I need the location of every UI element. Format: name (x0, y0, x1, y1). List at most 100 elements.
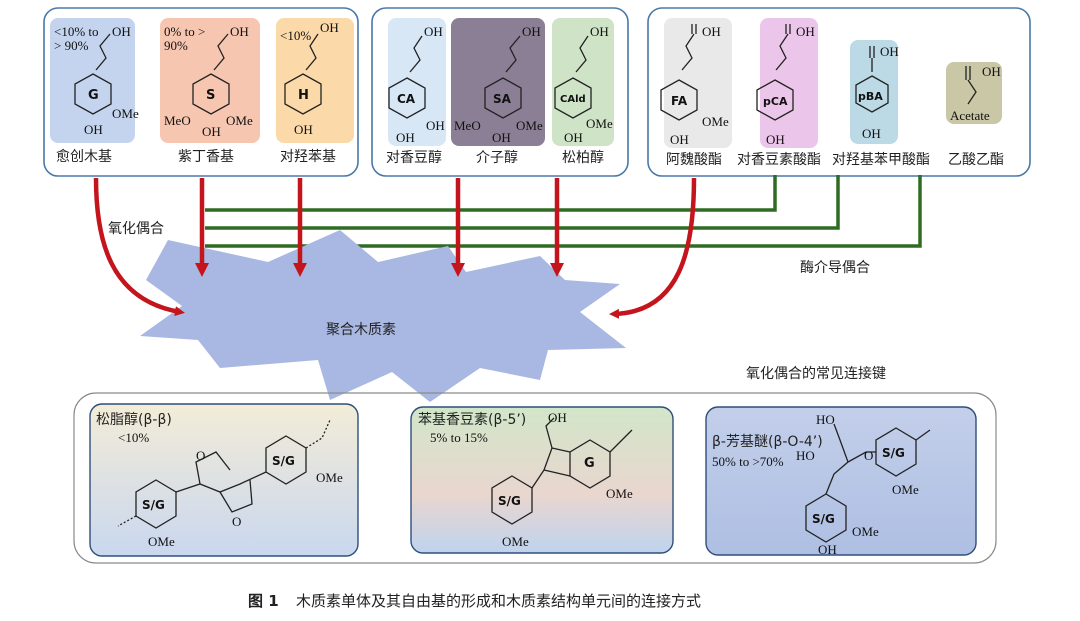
tile-bg (50, 18, 135, 143)
linkage-name: β-芳基醚(β-O-4’) (712, 433, 823, 450)
oh-label: OH (294, 122, 313, 137)
enzyme-coupling-label: 酶介导偶合 (800, 260, 870, 276)
hydroxyl-label: HO (796, 448, 815, 463)
tile-bg (850, 40, 898, 144)
linkage-frame (73, 392, 997, 564)
arrow-right-curve (609, 177, 697, 319)
monomer-syringyl: 0% to > 90% OH S MeO OMe OH 紫丁香基 (160, 18, 260, 165)
linkage-percent: 5% to 15% (430, 430, 488, 445)
substituent: MeO (454, 118, 481, 133)
linkage-aryl-ether: β-芳基醚(β-O-4’) 50% to >70% HO HO S/G S/G … (705, 406, 977, 557)
tile-bg (160, 18, 260, 143)
substituent-a: OMe (502, 534, 529, 549)
substituent-a: OMe (148, 534, 175, 549)
ring-a: S/G (498, 494, 521, 508)
substituent: OMe (112, 106, 139, 121)
tile-bg (760, 18, 818, 148)
tile-bg (451, 18, 545, 146)
monomer-name: 对羟基苯甲酸酯 (832, 151, 930, 168)
percent-line-2: > 90% (54, 38, 89, 53)
percent-line-2: 90% (164, 38, 188, 53)
ring-b: S/G (272, 454, 295, 468)
linkage-percent: <10% (118, 430, 149, 445)
linkage-bg (410, 406, 674, 554)
substituent-b: OMe (606, 486, 633, 501)
oh-label: OH (548, 410, 567, 425)
monomer-ferulate: OH FA OMe OH 阿魏酸酯 (660, 18, 732, 168)
oh-label: OH (230, 24, 249, 39)
monomer-p-coumaryl-alcohol: OH CA OH OH 对香豆醇 (386, 18, 446, 166)
arrow-left-curve (93, 177, 185, 317)
oh-label: OH (522, 24, 541, 39)
ring-label: FA (671, 94, 688, 108)
o-atom: O (232, 514, 241, 529)
oh-label: OH (590, 24, 609, 39)
oh-label: OH (396, 130, 415, 145)
ring-label: Acetate (950, 108, 990, 123)
figure-number: 图 1 (248, 592, 279, 610)
oh-label: OH (818, 542, 837, 557)
linkage-percent: 50% to >70% (712, 454, 784, 469)
substituent: OH (426, 118, 445, 133)
ring-b: G (584, 456, 595, 471)
ring-label: G (88, 88, 99, 103)
linkage-bg (705, 406, 977, 556)
monomer-acetate: OH Acetate 乙酸乙酯 (946, 62, 1004, 168)
oh-label: OH (424, 24, 443, 39)
ring-label: CAld (560, 94, 586, 105)
percent-line-1: <10% to (54, 24, 99, 39)
percent-line-1: 0% to > (164, 24, 205, 39)
oh-label: OH (492, 130, 511, 145)
monomer-name: 松柏醇 (562, 149, 604, 166)
monomer-name: 乙酸乙酯 (948, 152, 1004, 168)
ring-label: pBA (858, 90, 883, 103)
monomer-p-coumarate: OH pCA OH 对香豆素酸酯 (737, 18, 821, 168)
monomer-name: 愈创木基 (56, 148, 112, 165)
oh-label: OH (84, 122, 103, 137)
ring-label: H (298, 88, 309, 103)
percent-line-1: <10% (280, 28, 311, 43)
tile-bg (552, 18, 614, 146)
oh-label: OH (112, 24, 131, 39)
oh-label: OH (202, 124, 221, 139)
ring-label: CA (397, 92, 416, 106)
monomer-name: 对香豆素酸酯 (737, 152, 821, 168)
monomer-name: 介子醇 (476, 149, 518, 166)
monomer-name: 对羟苯基 (280, 148, 336, 165)
linkage-bg (89, 403, 359, 557)
hydroxyl-label: HO (816, 412, 835, 427)
substituent-a: OMe (852, 524, 879, 539)
ring-a: S/G (812, 512, 835, 526)
polymer-label: 聚合木质素 (326, 322, 396, 338)
linkage-name: 松脂醇(β-β) (96, 411, 172, 428)
substituent: OMe (702, 114, 729, 129)
ring-a: S/G (142, 498, 165, 512)
substituent: MeO (164, 113, 191, 128)
monomer-p-hydroxyphenyl: <10% OH H OH 对羟苯基 (276, 18, 354, 165)
oh-label: OH (880, 44, 899, 59)
substituent-b: OMe (316, 470, 343, 485)
ring-b: S/G (882, 446, 905, 460)
monomer-p-hydroxybenzoate: OH pBA OH 对羟基苯甲酸酯 (832, 40, 930, 168)
ring-label: pCA (763, 95, 788, 108)
common-links-label: 氧化偶合的常见连接键 (746, 365, 886, 382)
oh-label: OH (766, 132, 785, 147)
oh-label: OH (982, 64, 1001, 79)
linkage-resinol: 松脂醇(β-β) <10% S/G S/G O O OMe OMe (89, 403, 359, 557)
oh-label: OH (670, 132, 689, 147)
ring-label: SA (493, 92, 512, 106)
monomer-name: 对香豆醇 (386, 149, 442, 166)
oxidative-coupling-arrows (93, 177, 697, 319)
linkage-phenylcoumaran: 苯基香豆素(β-5’) OH 5% to 15% S/G G OMe OMe (410, 406, 674, 554)
oxidative-coupling-label: 氧化偶合 (108, 221, 164, 237)
enzyme-coupling-lines (205, 175, 922, 248)
monomer-guaiacyl: <10% to > 90% OH G OMe OH 愈创木基 (50, 18, 139, 165)
oh-label: OH (320, 20, 339, 35)
oh-label: OH (564, 130, 583, 145)
group-frame-2 (371, 7, 629, 177)
ring-label: S (206, 88, 215, 103)
monomer-name: 阿魏酸酯 (666, 152, 722, 168)
group-frame-1 (43, 7, 359, 177)
tile-bg (946, 62, 1002, 124)
